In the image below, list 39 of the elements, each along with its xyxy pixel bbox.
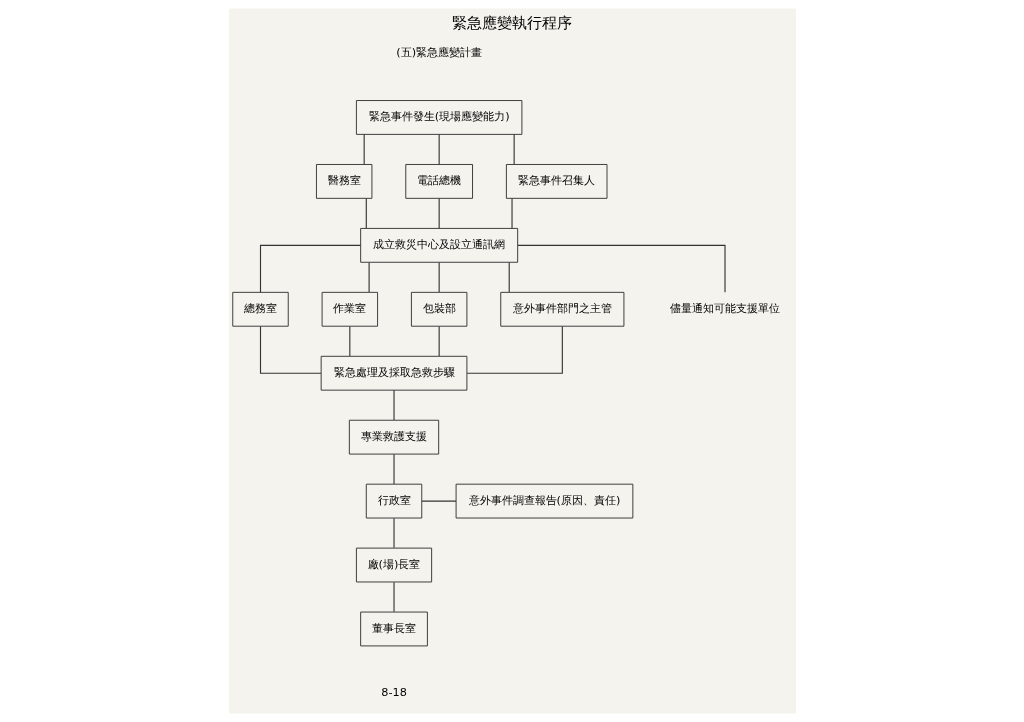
node-box: 醫務室 [315, 164, 372, 199]
node-box: 總務室 [231, 291, 289, 327]
node-box: 緊急處理及採取急救步驟 [320, 355, 467, 391]
connector [392, 581, 395, 613]
node-box: 廠(場)長室 [355, 547, 432, 583]
connector [348, 325, 350, 357]
node-box: 作業室 [321, 291, 378, 327]
node-box: 行政室 [365, 483, 422, 519]
connector [513, 134, 515, 165]
node-box: 專業救護支援 [348, 419, 439, 455]
connector [363, 134, 365, 165]
connector [510, 197, 513, 229]
connector [392, 453, 395, 485]
connector [438, 134, 440, 165]
diagram-title: 緊急應變執行程序 [452, 13, 572, 32]
connector [466, 325, 563, 374]
node-box: 電話總機 [404, 164, 473, 199]
node-box: 成立救災中心及設立通訊網 [359, 227, 518, 263]
connector [508, 261, 510, 293]
node-box: 包裝部 [410, 291, 467, 327]
connector [438, 197, 440, 229]
connector [368, 261, 370, 293]
connector [420, 500, 457, 502]
node-box: 緊急事件召集人 [505, 164, 607, 199]
node-box: 緊急事件發生(現場應變能力) [355, 100, 522, 135]
label: (五)緊急應變計畫 [395, 46, 482, 60]
node-box: 董事長室 [359, 611, 428, 647]
connector [365, 197, 367, 229]
node-box: 意外事件部門之主管 [499, 291, 624, 327]
connector [392, 517, 395, 549]
connector [516, 244, 726, 293]
label: 8-18 [380, 685, 407, 699]
connector [438, 325, 440, 357]
node-text: 儘量通知可能支援單位 [669, 302, 780, 316]
node-box: 意外事件調查報告(原因、責任) [455, 483, 633, 519]
connector [438, 261, 440, 293]
connector [392, 389, 395, 421]
connector [259, 244, 361, 293]
connector [259, 325, 322, 374]
